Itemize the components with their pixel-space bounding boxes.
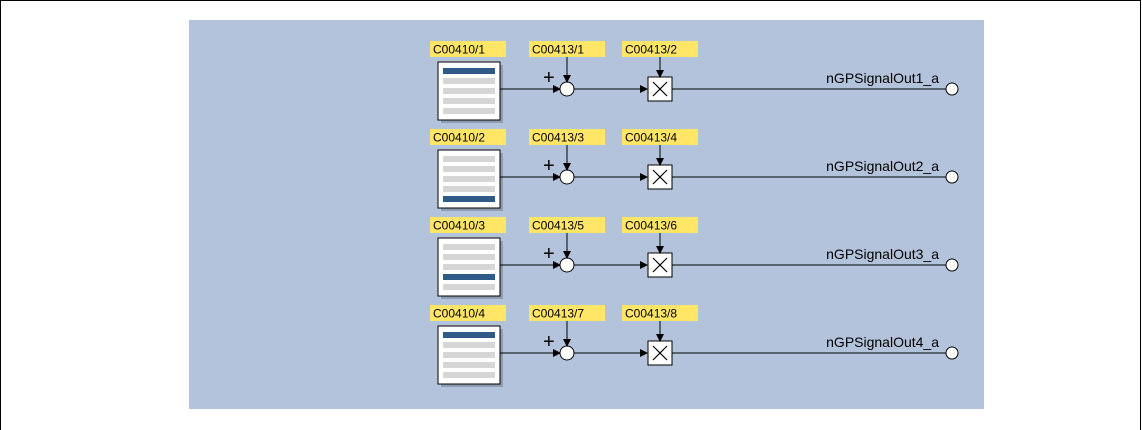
offset-code-label: C00413/3 xyxy=(532,131,584,145)
gain-code-label-bg xyxy=(622,217,698,233)
selector-code-label-bg xyxy=(430,217,506,233)
selector-code-label-bg xyxy=(430,305,506,321)
selector-row xyxy=(443,352,495,358)
channel-2: C00410/2 C00413/3 C00413/4 + nGPSignalOut2_a xyxy=(430,129,959,211)
selector-row xyxy=(443,156,495,162)
multiply-cross-b xyxy=(652,345,668,361)
selector-row-selected xyxy=(443,196,495,202)
channel-1: C00410/1 C00413/1 C00413/2 + nGPSignalOut1_a xyxy=(430,41,959,123)
selector-code-label-bg xyxy=(430,129,506,145)
offset-code-label-bg xyxy=(529,305,605,321)
plus-sign: + xyxy=(543,67,555,89)
selector-row-selected xyxy=(443,274,495,280)
selector-row xyxy=(443,78,495,84)
gain-code-label: C00413/2 xyxy=(625,43,677,57)
output-signal-label: nGPSignalOut1_a xyxy=(826,70,939,86)
selector-code-label: C00410/4 xyxy=(433,307,485,321)
channel-3: C00410/3 C00413/5 C00413/6 + nGPSignalOut3_a xyxy=(430,217,959,299)
frame-left-border xyxy=(0,0,1,430)
summing-junction xyxy=(559,81,575,97)
summing-junction xyxy=(559,257,575,273)
selector-row xyxy=(443,372,495,378)
offset-code-label-bg xyxy=(529,217,605,233)
selector-row xyxy=(443,186,495,192)
gain-code-label: C00413/8 xyxy=(625,307,677,321)
offset-code-label-bg xyxy=(529,129,605,145)
output-terminal xyxy=(945,82,959,96)
diagram-panel xyxy=(189,20,984,409)
gain-code-label-bg xyxy=(622,129,698,145)
output-terminal xyxy=(945,258,959,272)
selector-code-label: C00410/2 xyxy=(433,131,485,145)
plus-sign: + xyxy=(543,243,555,265)
output-signal-label: nGPSignalOut4_a xyxy=(826,334,939,350)
selector-code-label: C00410/1 xyxy=(433,43,485,57)
selector-row xyxy=(443,244,495,250)
offset-code-label: C00413/7 xyxy=(532,307,584,321)
gain-code-label: C00413/6 xyxy=(625,219,677,233)
selector-row xyxy=(443,88,495,94)
output-terminal xyxy=(945,170,959,184)
selector-row xyxy=(443,284,495,290)
selector-row xyxy=(443,176,495,182)
selector-row xyxy=(443,254,495,260)
multiply-cross-b xyxy=(652,257,668,273)
offset-code-label: C00413/1 xyxy=(532,43,584,57)
selector-row-selected xyxy=(443,68,495,74)
selector-row xyxy=(443,108,495,114)
multiply-cross-b xyxy=(652,81,668,97)
output-signal-label: nGPSignalOut2_a xyxy=(826,158,939,174)
selector-row xyxy=(443,264,495,270)
selector-row xyxy=(443,362,495,368)
selector-row xyxy=(443,98,495,104)
summing-junction xyxy=(559,169,575,185)
gain-code-label-bg xyxy=(622,41,698,57)
selector-row xyxy=(443,342,495,348)
plus-sign: + xyxy=(543,331,555,353)
frame-right-border xyxy=(1140,0,1141,430)
summing-junction xyxy=(559,345,575,361)
selector-code-label: C00410/3 xyxy=(433,219,485,233)
selector-code-label-bg xyxy=(430,41,506,57)
plus-sign: + xyxy=(543,155,555,177)
selector-row-selected xyxy=(443,332,495,338)
channel-4: C00410/4 C00413/7 C00413/8 + nGPSignalOut4_a xyxy=(430,305,959,387)
multiply-cross-b xyxy=(652,169,668,185)
output-terminal xyxy=(945,346,959,360)
offset-code-label-bg xyxy=(529,41,605,57)
output-signal-label: nGPSignalOut3_a xyxy=(826,246,939,262)
offset-code-label: C00413/5 xyxy=(532,219,584,233)
frame-top-border xyxy=(0,0,1141,1)
selector-row xyxy=(443,166,495,172)
gain-code-label: C00413/4 xyxy=(625,131,677,145)
gain-code-label-bg xyxy=(622,305,698,321)
